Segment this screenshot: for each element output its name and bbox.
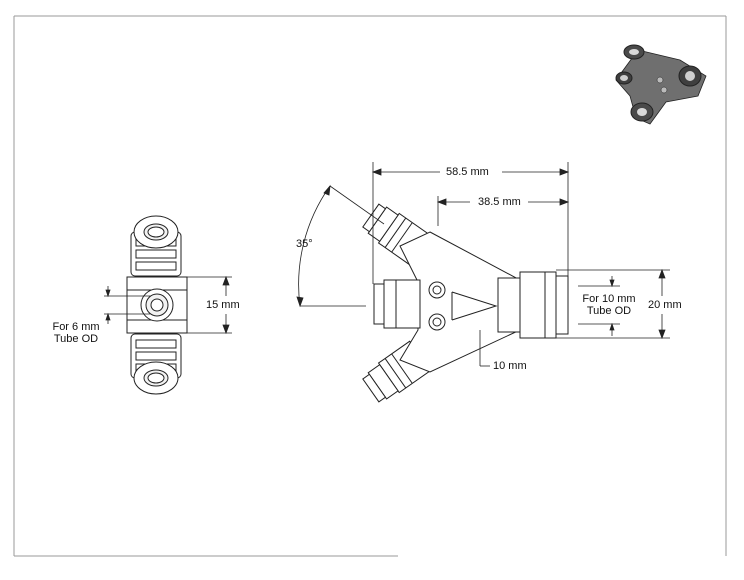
top-view	[362, 203, 569, 403]
dim-center-offset: 10 mm	[493, 360, 527, 372]
dim-overall-length: 58.5 mm	[446, 166, 489, 178]
inlet-note: For 6 mm Tube OD	[44, 321, 108, 345]
outlet	[497, 271, 569, 339]
dim-outlet-height: 20 mm	[648, 299, 682, 311]
top-view-dims	[296, 162, 670, 367]
center-inlet	[373, 279, 421, 329]
side-view-dims	[104, 275, 232, 335]
center-body	[126, 276, 188, 334]
top-collet	[130, 215, 182, 277]
isometric-thumbnail	[615, 44, 707, 125]
outlet-note-line1: For 10 mm	[582, 293, 636, 305]
inlet-note-line2: Tube OD	[53, 333, 99, 345]
inlet-note-line1: For 6 mm	[52, 321, 100, 333]
side-view	[126, 215, 188, 395]
dim-angle: 35°	[296, 238, 313, 250]
outlet-note: For 10 mm Tube OD	[578, 293, 640, 317]
dim-inner-length: 38.5 mm	[478, 196, 521, 208]
bottom-collet	[130, 333, 182, 395]
outlet-note-line2: Tube OD	[586, 305, 632, 317]
dim-body-height: 15 mm	[206, 299, 240, 311]
sheet-border	[13, 15, 727, 557]
